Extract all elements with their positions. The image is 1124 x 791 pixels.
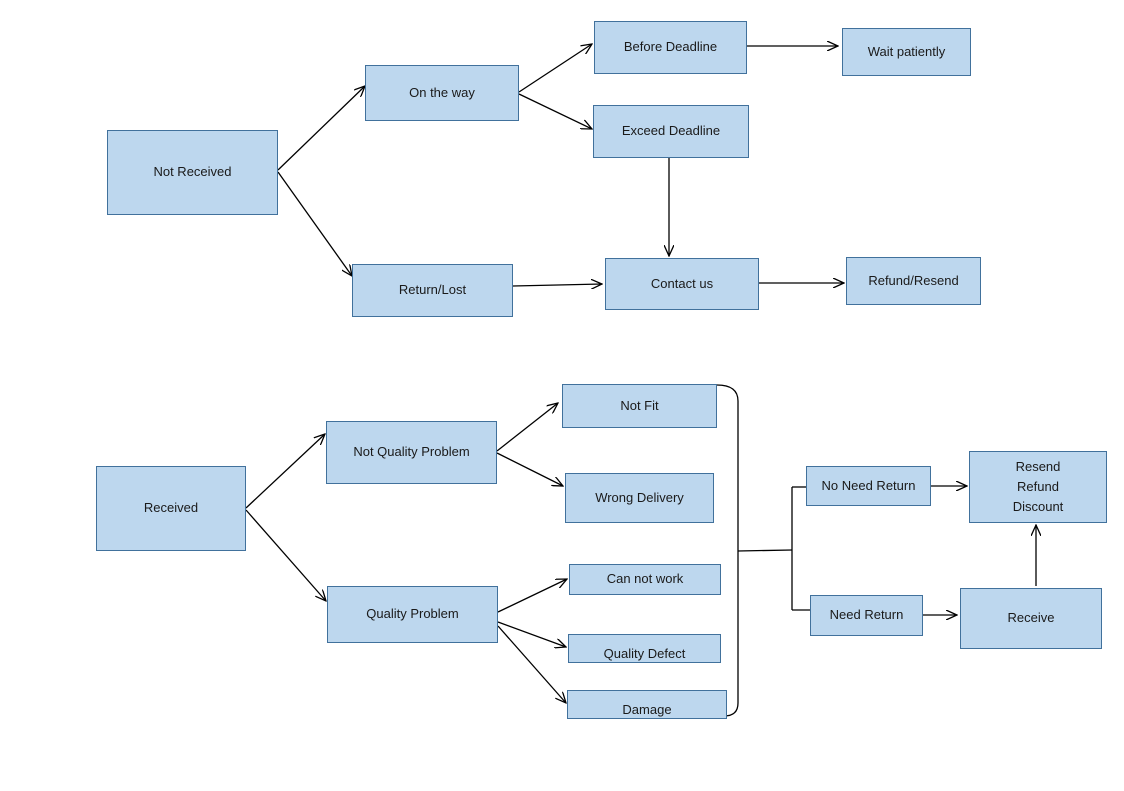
arrow-return-lost-to-contact-us — [512, 284, 602, 286]
arrow-not-received-to-return-lost — [277, 171, 352, 276]
node-label: No Need Return — [821, 477, 916, 493]
node-resend-refund-discount: Resend Refund Discount — [969, 451, 1107, 523]
arrow-not-quality-to-not-fit — [496, 403, 558, 452]
node-label: Can not work — [606, 571, 684, 587]
arrow-received-to-not-quality-problem — [245, 434, 325, 509]
arrow-on-the-way-to-exceed-deadline — [518, 93, 592, 129]
node-wait-patiently: Wait patiently — [842, 28, 971, 76]
node-received: Received — [96, 466, 246, 551]
node-label: Quality Problem — [366, 606, 459, 622]
node-label: Damage — [622, 702, 672, 717]
node-label: Receive — [1007, 610, 1055, 626]
node-label: Contact us — [650, 275, 714, 291]
node-label: Not Fit — [620, 397, 659, 413]
node-on-the-way: On the way — [365, 65, 519, 121]
node-label: Received — [143, 500, 199, 516]
bracket-connector — [737, 549, 793, 552]
arrow-on-the-way-to-before-deadline — [518, 44, 592, 93]
node-label: Not Quality Problem — [353, 444, 470, 460]
node-receive: Receive — [960, 588, 1102, 649]
node-label: Wait patiently — [867, 43, 946, 59]
node-label: Not Received — [153, 164, 232, 180]
arrow-quality-to-quality-defect — [497, 621, 566, 647]
node-wrong-delivery: Wrong Delivery — [565, 473, 714, 523]
node-refund-resend: Refund/Resend — [846, 257, 981, 305]
arrow-not-received-to-on-the-way — [277, 86, 365, 171]
node-damage: Damage — [567, 690, 727, 719]
node-no-need-return: No Need Return — [806, 466, 931, 506]
arrow-quality-to-damage — [497, 625, 566, 703]
node-not-received: Not Received — [107, 130, 278, 215]
node-need-return: Need Return — [810, 595, 923, 636]
node-exceed-deadline: Exceed Deadline — [593, 105, 749, 158]
node-label: Need Return — [829, 607, 904, 623]
node-label: Resend Refund Discount — [1012, 458, 1064, 515]
reasons-bracket — [716, 384, 739, 717]
node-label: Return/Lost — [398, 282, 467, 298]
arrow-quality-to-can-not-work — [497, 579, 567, 613]
node-label: Before Deadline — [623, 39, 718, 55]
node-before-deadline: Before Deadline — [594, 21, 747, 74]
node-contact-us: Contact us — [605, 258, 759, 310]
node-label: On the way — [409, 84, 475, 100]
arrow-received-to-quality-problem — [245, 509, 326, 601]
node-can-not-work: Can not work — [569, 564, 721, 595]
node-label: Refund/Resend — [868, 272, 959, 288]
node-not-fit: Not Fit — [562, 384, 717, 428]
node-not-quality-problem: Not Quality Problem — [326, 421, 497, 484]
node-label: Wrong Delivery — [595, 489, 684, 505]
node-label: Quality Defect — [603, 646, 686, 661]
node-return-lost: Return/Lost — [352, 264, 513, 317]
node-quality-defect: Quality Defect — [568, 634, 721, 663]
arrow-not-quality-to-wrong-delivery — [496, 452, 563, 486]
node-quality-problem: Quality Problem — [327, 586, 498, 643]
node-label: Exceed Deadline — [621, 123, 721, 139]
